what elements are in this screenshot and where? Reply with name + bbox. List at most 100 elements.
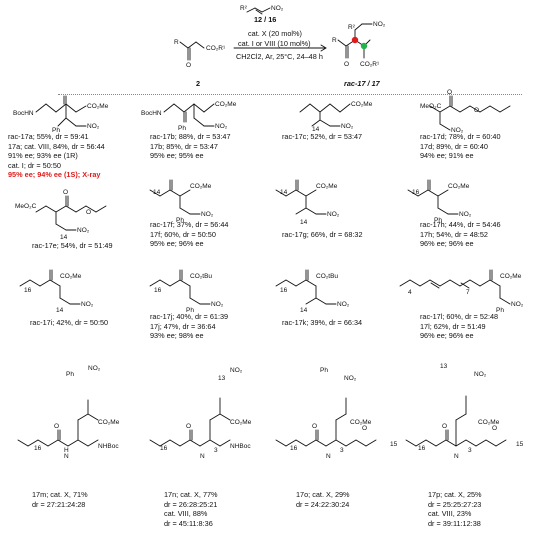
svg-text:CO₂Me: CO₂Me <box>60 273 82 280</box>
entry-17n-line-2: dr = 26:28:25:21 <box>164 499 218 509</box>
entry-17m-line-2: dr = 27:21:24:28 <box>32 499 86 509</box>
entry-17m-caption: 17m; cat. X, 71% dr = 27:21:24:28 <box>32 490 88 509</box>
svg-text:MeO₂C: MeO₂C <box>15 203 37 210</box>
entry-17g-line-1: rac-17g; 66%, dr = 68:32 <box>282 230 363 239</box>
svg-text:4: 4 <box>408 289 412 296</box>
svg-text:NHBoc: NHBoc <box>98 443 119 450</box>
entry-17l-caption: rac-17l; 60%, dr = 52:48 17l; 62%, dr = … <box>420 312 498 341</box>
entry-17d-line-2: 17d; 89%, dr = 60:40 <box>420 141 488 151</box>
svg-text:O: O <box>447 89 452 96</box>
svg-text:O: O <box>442 423 447 430</box>
svg-text:R: R <box>174 39 179 46</box>
reaction-arrow <box>233 44 327 52</box>
svg-text:O: O <box>186 62 191 69</box>
entry-17h-line-3: 96% ee; 96% ee <box>420 239 474 249</box>
condition-solvent: CH2Cl2, Ar, 25°C, 24–48 h <box>236 52 323 61</box>
entry-17n-line-3: cat. VIII, 88% <box>164 509 208 519</box>
svg-text:Ph: Ph <box>52 127 60 134</box>
entry-17a-caption: rac-17a; 55%, dr = 59:41 17a; cat. VIII,… <box>8 132 105 180</box>
svg-text:NO₂: NO₂ <box>327 211 340 218</box>
svg-text:Ph: Ph <box>186 307 194 314</box>
stereocenter-2-marker <box>360 42 368 50</box>
entry-17a-line-2: 17a; cat. VIII, 84%, dr = 56:44 <box>8 141 105 151</box>
entry-17a-line-5: 95% ee; 94% ee (1S); X-ray <box>8 170 101 180</box>
svg-text:O: O <box>86 209 91 216</box>
structure-17h <box>407 179 459 215</box>
entry-17g-caption: rac-17g; 66%, dr = 68:32 <box>282 230 363 240</box>
entry-17f-line-1: rac-17f; 37%, dr = 56:44 <box>150 220 229 229</box>
svg-text:NO₂: NO₂ <box>341 123 354 130</box>
svg-text:7: 7 <box>466 289 470 296</box>
entry-17c-line-1: rac-17c; 52%, dr = 53:47 <box>282 132 363 141</box>
svg-text:NO₂: NO₂ <box>451 127 464 134</box>
svg-text:CO₂R¹: CO₂R¹ <box>360 61 380 68</box>
svg-text:N: N <box>454 453 459 460</box>
entry-17d-line-3: 94% ee; 91% ee <box>420 151 474 161</box>
svg-text:3: 3 <box>340 447 344 454</box>
svg-text:O: O <box>344 61 349 68</box>
entry-17l-line-1: rac-17l; 60%, dr = 52:48 <box>420 312 499 321</box>
svg-text:14: 14 <box>153 189 161 196</box>
svg-text:O: O <box>312 423 317 430</box>
entry-17d-caption: rac-17d; 78%, dr = 60:40 17d; 89%, dr = … <box>420 132 501 161</box>
structure-17o <box>275 397 377 447</box>
entry-17b-caption: rac-17b; 88%, dr = 53:47 17b; 85%, dr = … <box>150 132 231 161</box>
svg-text:14: 14 <box>56 307 64 314</box>
svg-text:N: N <box>326 453 331 460</box>
svg-text:CO₂Me: CO₂Me <box>215 101 237 108</box>
svg-text:CO₂Me: CO₂Me <box>316 183 338 190</box>
svg-text:CO₂tBu: CO₂tBu <box>190 273 212 280</box>
svg-text:CO₂tBu: CO₂tBu <box>316 273 338 280</box>
entry-17p-caption: 17p; cat. X, 25% dr = 25:25:27:23 cat. V… <box>428 490 482 528</box>
entry-17n-caption: 17n; cat. X, 77% dr = 26:28:25:21 cat. V… <box>164 490 218 528</box>
svg-text:O: O <box>474 107 479 114</box>
entry-17e-caption: rac-17e; 54%, dr = 51:49 <box>32 241 113 251</box>
svg-text:16: 16 <box>160 445 168 452</box>
svg-text:H: H <box>64 447 69 454</box>
svg-text:O: O <box>63 189 68 196</box>
stereocenter-1-marker <box>351 36 359 44</box>
entry-17h-line-2: 17h; 54%, dr = 48:52 <box>420 229 488 239</box>
entry-17i-line-1: rac-17i; 42%, dr = 50:50 <box>30 318 109 327</box>
entry-17m-line-1: 17m; cat. X, 71% <box>32 490 88 499</box>
entry-17j-line-1: rac-17j; 40%, dr = 61:39 <box>150 312 229 321</box>
svg-text:Ph: Ph <box>66 371 74 378</box>
structure-17m <box>17 399 99 447</box>
entry-17j-line-2: 17j; 47%, dr = 36:64 <box>150 321 216 331</box>
svg-text:NO₂: NO₂ <box>230 367 243 374</box>
svg-text:NO₂: NO₂ <box>337 301 350 308</box>
svg-text:16: 16 <box>290 445 298 452</box>
condition-catalyst-x: cat. X (20 mol%) <box>248 29 302 38</box>
entry-17a-line-4: cat. I; dr = 50:50 <box>8 160 61 170</box>
entry-17k-line-1: rac-17k; 39%, dr = 66:34 <box>282 318 363 327</box>
entry-17k-caption: rac-17k; 39%, dr = 66:34 <box>282 318 362 328</box>
svg-text:O: O <box>362 425 367 432</box>
svg-text:Ph: Ph <box>178 125 186 132</box>
svg-text:CO₂Me: CO₂Me <box>448 183 470 190</box>
svg-text:3: 3 <box>214 447 218 454</box>
entry-17j-line-3: 93% ee; 98% ee <box>150 331 204 341</box>
svg-text:NO₂: NO₂ <box>88 365 101 372</box>
svg-text:NO₂: NO₂ <box>511 301 524 308</box>
structure-17k <box>275 269 337 305</box>
svg-text:NO₂: NO₂ <box>81 301 94 308</box>
structure-17e <box>35 195 107 231</box>
svg-text:NO₂: NO₂ <box>87 123 100 130</box>
entry-17j-caption: rac-17j; 40%, dr = 61:39 17j; 47%, dr = … <box>150 312 228 341</box>
svg-text:CO₂Me: CO₂Me <box>350 419 372 426</box>
alkene-label: 12 / 16 <box>254 15 277 24</box>
entry-17b-line-2: 17b; 85%, dr = 53:47 <box>150 141 218 151</box>
entry-17f-line-3: 95% ee; 96% ee <box>150 239 204 249</box>
svg-text:Ph: Ph <box>496 307 504 314</box>
entry-17i-caption: rac-17i; 42%, dr = 50:50 <box>30 318 108 328</box>
svg-text:R²: R² <box>240 5 248 12</box>
svg-text:MeO₂C: MeO₂C <box>420 103 442 110</box>
svg-text:NO₂: NO₂ <box>474 371 487 378</box>
structure-17d <box>429 95 511 131</box>
svg-text:14: 14 <box>300 219 308 226</box>
svg-text:CO₂Me: CO₂Me <box>351 101 373 108</box>
svg-text:NO₂: NO₂ <box>459 211 472 218</box>
svg-text:NO₂: NO₂ <box>201 211 214 218</box>
entry-17n-line-1: 17n; cat. X, 77% <box>164 490 218 499</box>
